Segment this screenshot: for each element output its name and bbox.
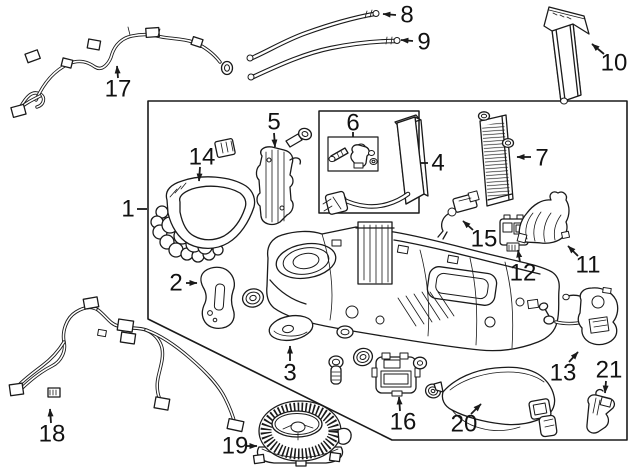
callout-16-arrow — [396, 396, 403, 412]
callout-12-arrow — [516, 249, 523, 263]
callout-21-arrow — [602, 380, 609, 394]
callout-17-label: 17 — [105, 76, 132, 103]
callout-14-arrow — [196, 166, 203, 182]
part-19-blower-motor — [252, 400, 352, 467]
part-20-floor-duct — [433, 366, 558, 438]
part-6-valve-kit — [328, 143, 378, 169]
part-11-duct-shell — [516, 191, 571, 244]
callout-15-label: 15 — [471, 226, 498, 253]
callout-6-label: 6 — [346, 110, 359, 137]
part-1-hvac-case — [266, 221, 560, 352]
part-17-wiring-harness — [10, 26, 234, 119]
hardware-bolt — [328, 355, 344, 385]
callout-5-label: 5 — [267, 109, 280, 136]
callouts: 1 2 3 4 5 6 7 8 9 10 11 12 13 14 15 16 1 — [39, 2, 628, 460]
callout-17-arrow — [114, 65, 121, 79]
callout-3-label: 3 — [283, 360, 296, 387]
callout-12-label: 12 — [510, 260, 537, 287]
callout-20-arrow — [470, 403, 482, 415]
part-15-sensor-clip — [437, 190, 480, 240]
callout-9-label: 9 — [417, 29, 430, 56]
part-16-blower-resistor — [371, 352, 421, 397]
callout-13-label: 13 — [550, 360, 577, 387]
callout-10-label: 10 — [601, 50, 628, 77]
callout-11-label: 11 — [576, 252, 601, 279]
part-10-heater-element — [543, 6, 590, 105]
part-7-heater-core — [477, 111, 515, 207]
callout-14-label: 14 — [189, 144, 216, 171]
callout-7-label: 7 — [535, 145, 548, 172]
callout-9-arrow — [400, 37, 414, 44]
part-3-seal-disc — [268, 314, 314, 342]
part-5-bracket — [214, 127, 313, 226]
part-18-wiring-harness — [8, 296, 245, 433]
part-13-actuator-rod — [538, 286, 619, 346]
part-2-seal-pad — [200, 266, 235, 329]
callout-8-arrow — [382, 11, 397, 18]
callout-21-label: 21 — [596, 357, 623, 384]
part-21-bracket-boot — [586, 388, 615, 434]
callout-5-arrow — [271, 132, 278, 148]
callout-18-arrow — [47, 408, 54, 424]
callout-20-label: 20 — [451, 411, 478, 438]
callout-2-label: 2 — [169, 270, 182, 297]
callout-10-arrow — [591, 43, 605, 55]
callout-13-arrow — [568, 351, 579, 363]
part-9-heater-hose — [247, 36, 401, 81]
hardware-grommet-left — [352, 347, 374, 367]
callout-11-arrow — [567, 245, 579, 257]
callout-8-label: 8 — [400, 2, 413, 29]
callout-16-label: 16 — [390, 409, 417, 436]
part-4-tube-and-core-assembly — [322, 114, 429, 215]
part-14-inlet-seal — [150, 176, 256, 263]
callout-1-label: 1 — [121, 196, 134, 223]
hardware-washer — [412, 356, 428, 370]
callout-15-arrow — [462, 220, 474, 231]
grommet-small — [241, 288, 265, 308]
callout-18-label: 18 — [39, 421, 66, 448]
callout-19-label: 19 — [222, 433, 249, 460]
callout-4-label: 4 — [431, 150, 444, 177]
part-8-heater-hose — [246, 9, 380, 62]
